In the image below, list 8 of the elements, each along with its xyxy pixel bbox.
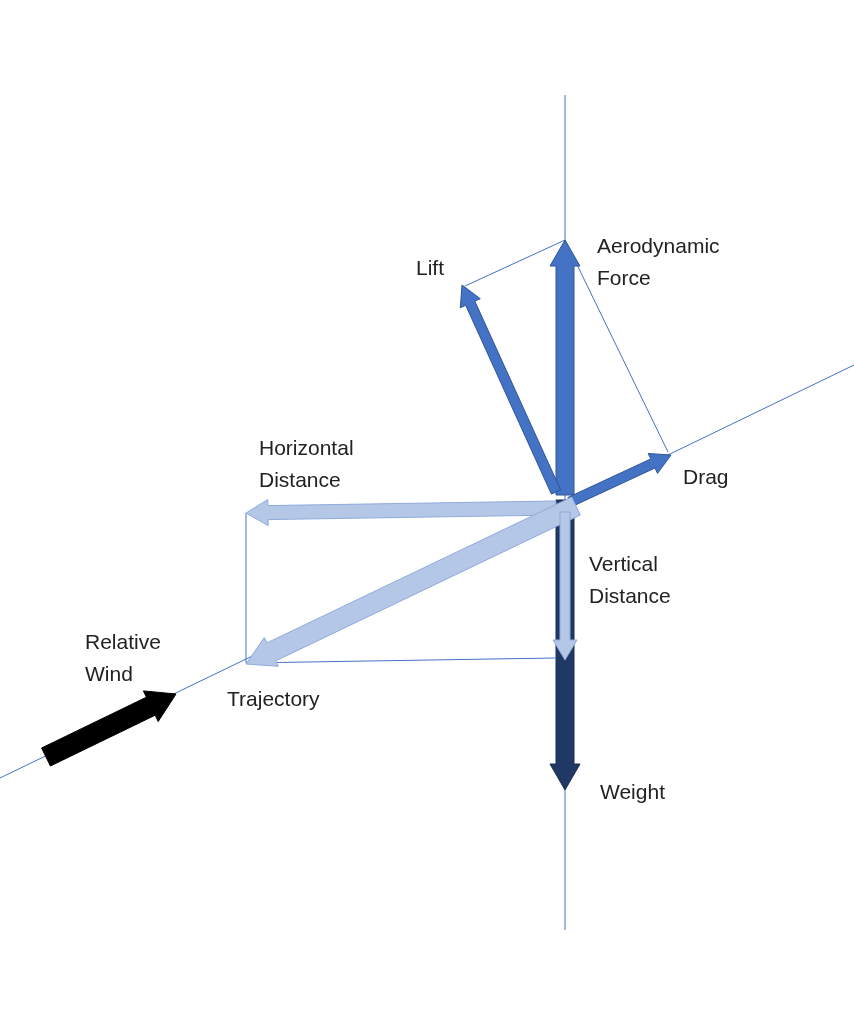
force-label: Aerodynamic Force xyxy=(597,233,721,291)
force-label: Horizontal Distance xyxy=(259,435,355,493)
force-label: Relative Wind xyxy=(85,629,162,687)
force-label: Weight xyxy=(600,779,666,805)
force-label: Trajectory xyxy=(227,686,321,712)
force-label: Drag xyxy=(683,464,730,490)
force-label: Lift xyxy=(416,255,445,281)
force-label: Vertical Distance xyxy=(589,551,672,609)
